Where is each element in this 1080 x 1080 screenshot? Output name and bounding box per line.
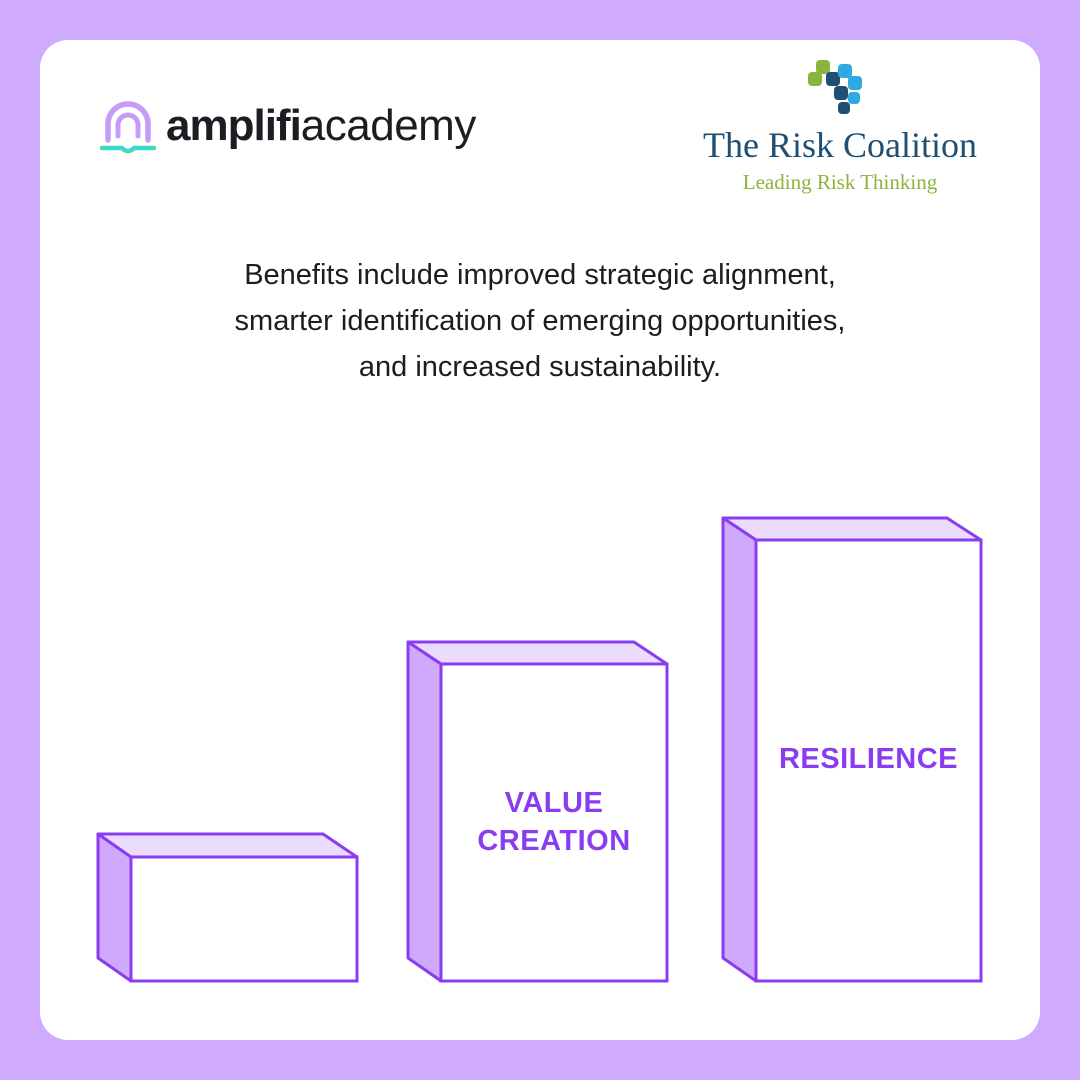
block-label-line: VALUE xyxy=(504,787,604,819)
block-level-3 xyxy=(721,516,983,983)
risk-coalition-name: The Risk Coalition xyxy=(703,125,977,165)
benefits-line-2: smarter identification of emerging oppor… xyxy=(234,305,846,337)
benefits-text: Benefits include improved strategic alig… xyxy=(100,252,980,390)
block-level-2 xyxy=(406,640,669,983)
amplifi-arch-book-icon xyxy=(100,101,156,154)
block-label-line: RESILIENCE xyxy=(778,743,959,775)
block-label-line: CREATION xyxy=(477,825,631,857)
risk-coalition-puzzle-icon xyxy=(808,60,862,114)
amplifi-academy-logo: amplifi academy xyxy=(100,96,476,156)
block-label-value-creation: VALUE CREATION xyxy=(441,784,667,860)
risk-coalition-tagline: Leading Risk Thinking xyxy=(742,170,938,194)
academy-wordmark: academy xyxy=(300,101,477,150)
benefits-line-3: and increased sustainability. xyxy=(358,351,722,383)
amplifi-wordmark: amplifi xyxy=(166,101,302,150)
risk-coalition-logo: The Risk Coalition Leading Risk Thinking xyxy=(690,58,990,195)
benefits-line-1: Benefits include improved strategic alig… xyxy=(244,259,836,291)
block-label-resilience: RESILIENCE xyxy=(756,740,981,778)
block-level-1 xyxy=(96,832,359,983)
